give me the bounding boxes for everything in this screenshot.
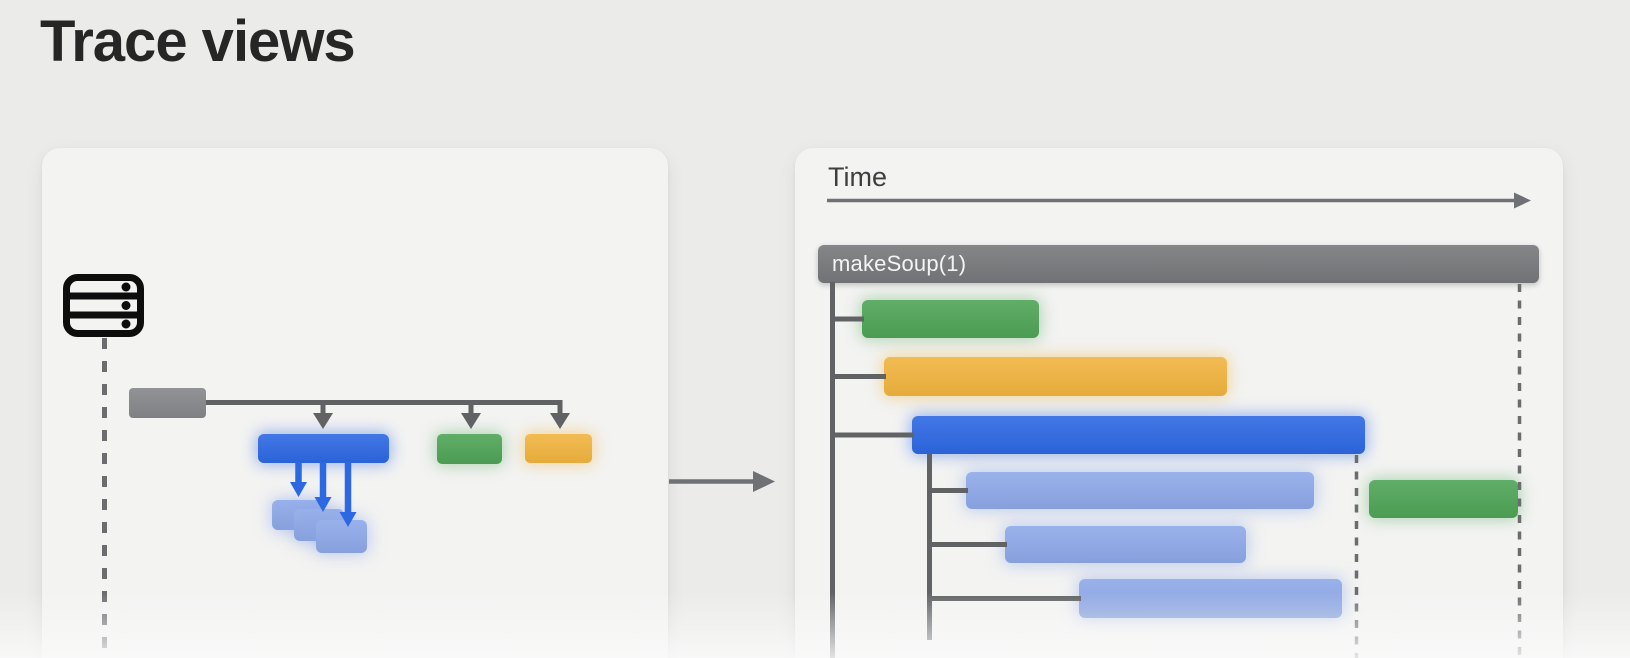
green-span-bar — [437, 434, 502, 464]
root-span-bar: makeSoup(1) — [818, 245, 1539, 283]
orange-span-bar — [525, 434, 592, 463]
root-span-label: makeSoup(1) — [832, 251, 967, 276]
time-axis-label: Time — [828, 162, 887, 192]
gantt-lightblue-bar — [1005, 526, 1246, 563]
sub-span-bar — [316, 520, 367, 553]
gantt-lightblue-bar — [966, 472, 1314, 509]
gantt-green-bar-late — [1369, 480, 1518, 518]
blue-span-bar — [258, 434, 389, 463]
gantt-lightblue-bar — [1079, 579, 1342, 618]
trace-gantt-panel — [795, 148, 1563, 658]
gantt-green-bar — [862, 300, 1039, 338]
page-title: Trace views — [40, 9, 356, 74]
gantt-orange-bar — [884, 357, 1227, 396]
server-rack-icon — [63, 274, 144, 337]
gantt-blue-bar — [912, 416, 1365, 454]
root-request-bar — [129, 388, 206, 418]
